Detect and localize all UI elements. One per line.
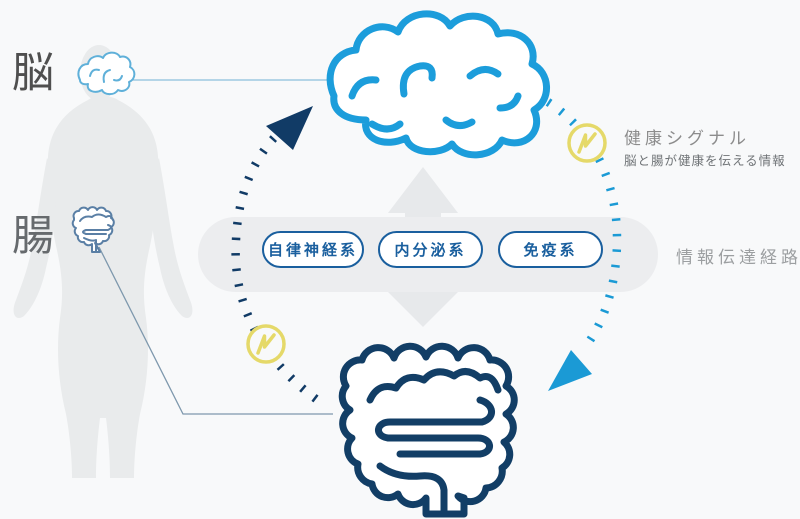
connector-lines bbox=[98, 79, 333, 415]
lightning-signal-icon-bottom bbox=[246, 324, 286, 364]
pathway-pill-immune-system: 免疫系 bbox=[498, 231, 603, 268]
health-signal-title: 健康シグナル bbox=[624, 129, 750, 148]
pathway-pill-endocrine-system: 内分泌系 bbox=[378, 231, 483, 268]
mini-brain-icon bbox=[77, 51, 136, 96]
up-arrow-navy-icon bbox=[231, 106, 319, 403]
gut-illustration-icon bbox=[338, 342, 518, 518]
brain-label: 脳 bbox=[12, 49, 56, 96]
down-arrow-blue-icon bbox=[545, 98, 622, 391]
information-route-label: 情報伝達経路 bbox=[676, 248, 800, 267]
gut-label: 腸 bbox=[12, 212, 56, 259]
pathway-pill-autonomic-nervous-system: 自律神経系 bbox=[262, 231, 364, 268]
body-silhouette-icon bbox=[13, 45, 193, 478]
brain-illustration-icon bbox=[326, 10, 550, 159]
mini-gut-icon bbox=[71, 206, 115, 253]
health-signal-description: 脳と腸が健康を伝える情報 bbox=[624, 154, 786, 168]
lightning-signal-icon-top bbox=[567, 123, 607, 163]
